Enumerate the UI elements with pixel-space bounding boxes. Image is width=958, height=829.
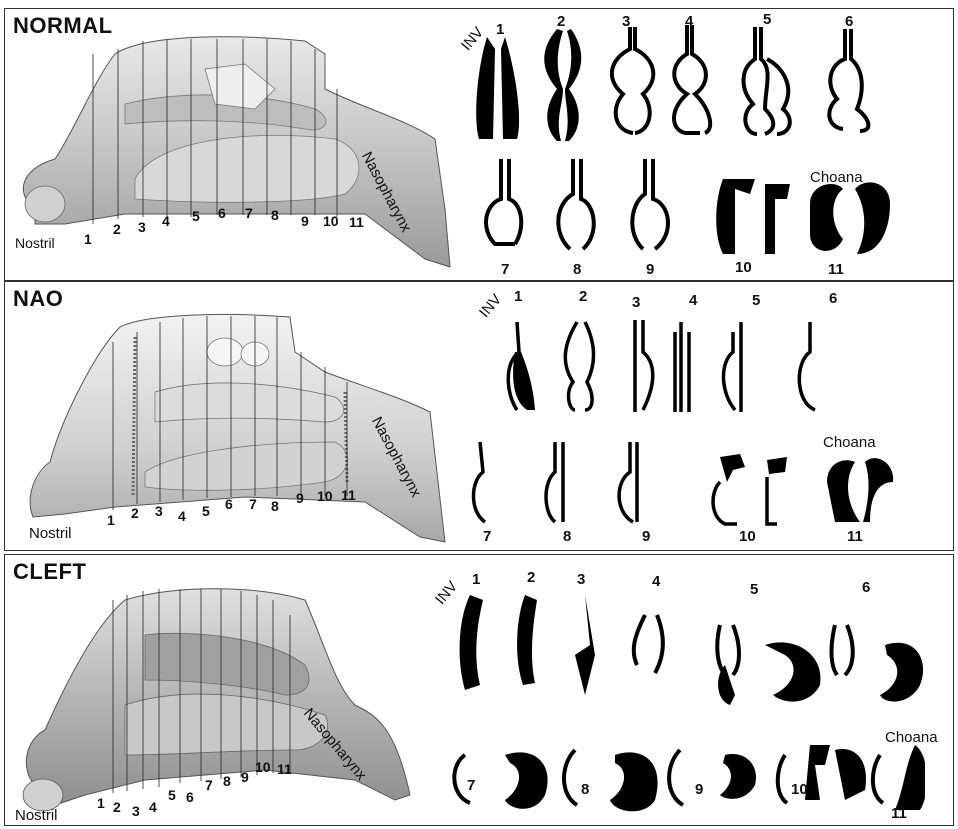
cross-sections-nao — [465, 282, 925, 551]
slice-label-7: 7 — [245, 205, 253, 221]
section-label-10: 10 — [739, 528, 756, 545]
section-label-8: 8 — [563, 528, 571, 545]
cross-sections-cleft — [425, 555, 925, 826]
section-label-4: 4 — [689, 292, 697, 309]
nasal-airway-model — [5, 282, 465, 551]
slice-label-3: 3 — [138, 219, 146, 235]
section-label-11: 11 — [847, 528, 863, 545]
slice-label-1: 1 — [97, 795, 105, 811]
slice-label-11: 11 — [341, 487, 356, 503]
slice-label-10: 10 — [323, 213, 339, 229]
slice-label-2: 2 — [131, 505, 139, 521]
section-label-6: 6 — [829, 290, 837, 307]
slice-label-8: 8 — [223, 773, 231, 789]
section-label-6: 6 — [845, 13, 853, 30]
section-label-2: 2 — [527, 569, 535, 586]
section-label-1: 1 — [496, 21, 504, 38]
section-label-5: 5 — [763, 11, 771, 28]
section-label-7: 7 — [467, 777, 475, 794]
section-label-5: 5 — [752, 292, 760, 309]
slice-label-10: 10 — [255, 759, 271, 775]
section-label-3: 3 — [622, 13, 630, 30]
slice-label-3: 3 — [132, 803, 140, 819]
slice-label-9: 9 — [301, 213, 309, 229]
section-label-8: 8 — [573, 261, 581, 278]
panel-cleft: CLEFT Nostril Nasopharynx 1 2 3 4 5 — [4, 554, 954, 826]
slice-label-2: 2 — [113, 799, 121, 815]
slice-label-8: 8 — [271, 498, 279, 514]
slice-label-7: 7 — [205, 777, 213, 793]
section-label-9: 9 — [646, 261, 654, 278]
section-label-2: 2 — [579, 288, 587, 305]
nasal-airway-model — [5, 555, 465, 826]
slice-label-9: 9 — [241, 769, 249, 785]
slice-label-5: 5 — [168, 787, 176, 803]
slice-label-5: 5 — [192, 208, 200, 224]
slice-label-11: 11 — [349, 214, 364, 230]
slice-label-6: 6 — [218, 205, 226, 221]
slice-label-11: 11 — [277, 761, 292, 777]
section-label-10: 10 — [791, 781, 808, 798]
section-label-9: 9 — [642, 528, 650, 545]
section-label-8: 8 — [581, 781, 589, 798]
panel-nao: NAO Nostril Nasopharynx 1 2 — [4, 281, 954, 551]
slice-label-9: 9 — [296, 490, 304, 506]
slice-label-6: 6 — [225, 496, 233, 512]
slice-label-4: 4 — [178, 508, 186, 524]
nasal-airway-model — [5, 9, 465, 281]
section-label-3: 3 — [632, 294, 640, 311]
section-label-7: 7 — [483, 528, 491, 545]
slice-label-4: 4 — [149, 799, 157, 815]
section-label-1: 1 — [514, 288, 522, 305]
slice-label-1: 1 — [107, 512, 115, 528]
slice-label-10: 10 — [317, 488, 333, 504]
section-label-11: 11 — [828, 261, 844, 278]
section-label-1: 1 — [472, 571, 480, 588]
slice-label-1: 1 — [84, 231, 92, 247]
slice-label-5: 5 — [202, 503, 210, 519]
cross-sections-normal — [465, 9, 925, 281]
nostril-label: Nostril — [15, 235, 55, 251]
section-label-7: 7 — [501, 261, 509, 278]
slice-label-2: 2 — [113, 221, 121, 237]
slice-label-6: 6 — [186, 789, 194, 805]
section-label-2: 2 — [557, 13, 565, 30]
section-label-6: 6 — [862, 579, 870, 596]
section-label-11: 11 — [891, 805, 907, 822]
section-label-10: 10 — [735, 259, 752, 276]
section-label-9: 9 — [695, 781, 703, 798]
slice-label-7: 7 — [249, 496, 257, 512]
section-label-3: 3 — [577, 571, 585, 588]
nostril-label: Nostril — [29, 525, 72, 542]
section-label-4: 4 — [685, 13, 693, 30]
slice-label-8: 8 — [271, 207, 279, 223]
slice-label-4: 4 — [162, 213, 170, 229]
slice-label-3: 3 — [155, 503, 163, 519]
section-label-5: 5 — [750, 581, 758, 598]
panel-normal: NORMAL Nostril Nasopharynx 1 2 3 4 — [4, 8, 954, 281]
nostril-label: Nostril — [15, 807, 58, 824]
section-label-4: 4 — [652, 573, 660, 590]
